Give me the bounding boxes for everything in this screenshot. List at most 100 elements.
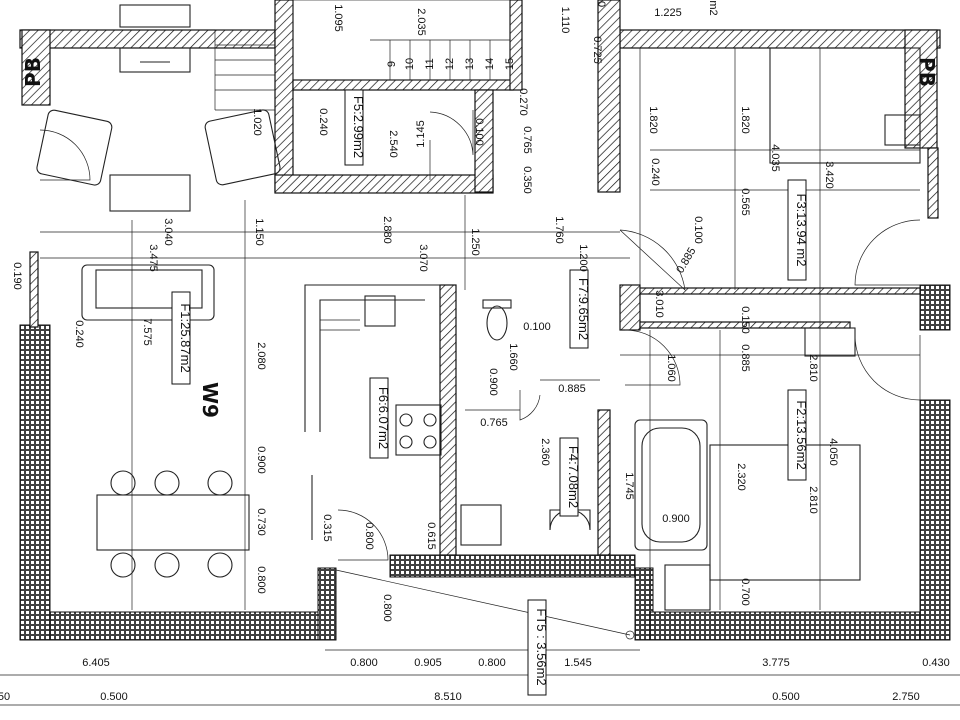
dim-label: 1.200 bbox=[577, 244, 589, 272]
dim-label: 0.190 bbox=[11, 262, 23, 290]
dim-label: 0.700 bbox=[739, 578, 751, 606]
stair-wall-mid bbox=[292, 79, 514, 91]
room-label-f4: F4:7.08m2 bbox=[566, 446, 581, 508]
door-ft5-diagonal bbox=[335, 569, 631, 636]
stair-wall-left bbox=[274, 0, 294, 193]
dim-label: 1.745 bbox=[623, 472, 635, 500]
room-label-f6: F6:6.07m2 bbox=[376, 387, 391, 449]
dim-label: 0.430 bbox=[922, 657, 950, 669]
dim-label: 0.800 bbox=[363, 522, 375, 550]
dim-label: 2.810 bbox=[807, 486, 819, 514]
armchair-right bbox=[204, 109, 281, 186]
window-right bbox=[927, 147, 939, 219]
pb-pillar-right bbox=[904, 29, 938, 149]
room-labels: F1:25.87m2 F2:13.56m2 F3:13.94 m2 F4:7.0… bbox=[171, 89, 809, 696]
stair-wall-right-top bbox=[509, 0, 523, 91]
stair-step-11: 11 bbox=[424, 58, 436, 69]
dim-label: 6.405 bbox=[82, 657, 110, 669]
dim-label: 2.320 bbox=[735, 463, 747, 491]
dim-label: 0.725 bbox=[591, 36, 603, 64]
room-label-f1: F1:25.87m2 bbox=[178, 303, 193, 372]
dim-label: 50 bbox=[0, 691, 10, 703]
stair-wall-bottom bbox=[274, 174, 494, 194]
room-label-f5: F5:2.99m2 bbox=[351, 96, 366, 158]
dim-label: 0.885 bbox=[674, 246, 698, 276]
bathtub bbox=[634, 419, 708, 551]
wall-bottom-right bbox=[649, 611, 951, 641]
door-swing-f5 bbox=[429, 110, 474, 156]
nightstand bbox=[804, 327, 856, 357]
dim-label: 1.660 bbox=[507, 343, 519, 371]
coffee-table bbox=[109, 174, 191, 212]
kitchen-counter bbox=[304, 284, 441, 432]
dim-label: 2.880 bbox=[381, 216, 393, 244]
dim-label: 1.545 bbox=[564, 657, 592, 669]
interior-walls bbox=[274, 0, 921, 556]
toilet bbox=[486, 305, 508, 341]
door-swing-wc bbox=[519, 390, 541, 421]
staircase: 9 10 11 12 13 14 15 bbox=[214, 0, 516, 111]
wall-f7-right bbox=[619, 284, 641, 331]
door-swing-f6 bbox=[337, 509, 389, 561]
wall-top-right bbox=[619, 29, 941, 49]
window-left bbox=[29, 251, 39, 328]
dim-label: 1.060 bbox=[665, 354, 677, 382]
dim-label: 0.240 bbox=[649, 158, 661, 186]
wall-bottom-mid bbox=[389, 554, 636, 578]
dim-label: 8.510 bbox=[434, 691, 462, 703]
bed-f3 bbox=[769, 47, 921, 164]
wall-wc-left bbox=[439, 284, 457, 556]
cooktop bbox=[395, 404, 442, 456]
wall-right-mid bbox=[919, 284, 951, 331]
dim-label: 1.145 bbox=[415, 120, 427, 148]
cabinet-top bbox=[119, 4, 191, 28]
dim-label: 1.150 bbox=[253, 218, 265, 246]
tv-unit bbox=[119, 47, 191, 73]
dim-label: 0.500 bbox=[100, 691, 128, 703]
wall-f3-bottom bbox=[639, 287, 921, 295]
dim-label: 0.800 bbox=[255, 566, 267, 594]
wall-bottom-step bbox=[317, 567, 337, 641]
dim-label: 0.800 bbox=[350, 657, 378, 669]
dim-label: 0.150 bbox=[739, 306, 751, 334]
dim-label: 1.095 bbox=[332, 4, 344, 32]
dim-label: 0.315 bbox=[321, 514, 333, 542]
dim-label: 0.905 bbox=[414, 657, 442, 669]
room-label-f3: F3:13.94 m2 bbox=[794, 194, 809, 267]
dim-label: 7.575 bbox=[141, 318, 153, 346]
dining-chairs bbox=[110, 470, 233, 578]
dim-label: 0.500 bbox=[772, 691, 800, 703]
wall-bath-left bbox=[597, 409, 611, 556]
dim-label: 0.800 bbox=[478, 657, 506, 669]
dim-label: 3.475 bbox=[147, 244, 159, 272]
kitchen-sink bbox=[364, 295, 396, 327]
dim-label: 2.080 bbox=[255, 342, 267, 370]
wall-bottom-step-right bbox=[634, 567, 654, 641]
dim-label: 0.100 bbox=[692, 216, 704, 244]
dim-label: 4.035 bbox=[769, 144, 781, 172]
dim-label: 0.100 bbox=[523, 321, 551, 333]
dim-label: 0.240 bbox=[73, 320, 85, 348]
dim-label: 0.350 bbox=[521, 166, 533, 194]
dim-label: 2.810 bbox=[807, 354, 819, 382]
dim-label: 0.240 bbox=[317, 108, 329, 136]
wall-left bbox=[19, 324, 51, 641]
dim-label: 1.020 bbox=[251, 108, 263, 136]
dim-label: 2.540 bbox=[387, 130, 399, 158]
stair-step-10: 10 bbox=[404, 58, 416, 70]
dim-label: 0.565 bbox=[739, 188, 751, 216]
dim-label: 3.070 bbox=[417, 244, 429, 272]
dim-label: 0.100 bbox=[473, 118, 485, 146]
dim-label: 2.360 bbox=[539, 438, 551, 466]
dim-label: 1.820 bbox=[739, 106, 751, 134]
wall-bottom-left bbox=[49, 611, 321, 641]
dim-label: 1.250 bbox=[469, 228, 481, 256]
dim-label: m2 bbox=[707, 0, 719, 15]
dim-label: 3.775 bbox=[762, 657, 790, 669]
dim-label: 0.270 bbox=[517, 88, 529, 116]
stair-step-15: 15 bbox=[504, 58, 516, 70]
armchair-left bbox=[36, 109, 113, 186]
wall-f2-top bbox=[639, 321, 851, 329]
kitchen bbox=[304, 284, 442, 540]
